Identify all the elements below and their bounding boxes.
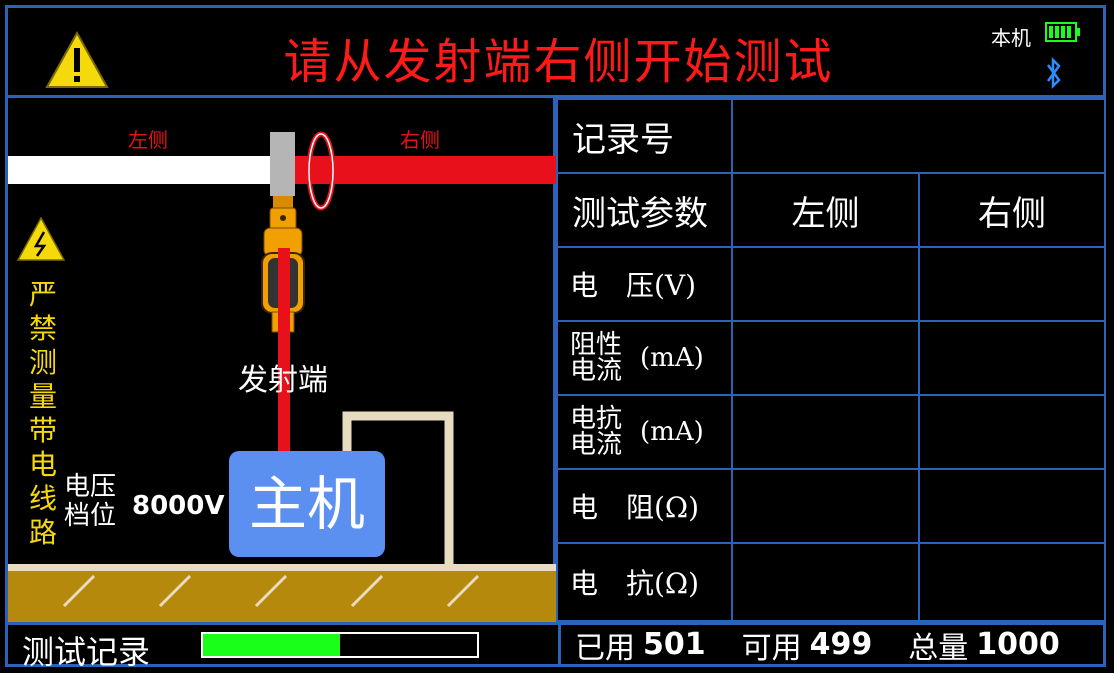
left-side-header: 左侧: [731, 172, 920, 248]
battery-icon: [1045, 22, 1080, 42]
record-number-value: [731, 98, 1106, 174]
right-side-header: 右侧: [918, 172, 1106, 248]
storage-summary: 已用 501 可用 499 总量 1000: [558, 625, 1106, 666]
total-value: 1000: [976, 627, 1060, 662]
storage-progress-bar: [201, 632, 479, 658]
row-resistive-current-label: 阻性电流 (mA): [556, 320, 733, 396]
used-value: 501: [643, 627, 706, 662]
record-number-label: 记录号: [556, 98, 733, 174]
voltage-range-label-1: 电压: [64, 472, 116, 502]
warning-triangle-icon: [45, 30, 109, 88]
row-reactive-current-label: 电抗电流 (mA): [556, 394, 733, 470]
svg-text:严: 严: [29, 278, 57, 311]
header-bar: 请从发射端右侧开始测试 本机: [5, 5, 1106, 98]
params-header: 测试参数: [556, 172, 733, 248]
device-label: 本机: [991, 26, 1031, 50]
svg-text:带: 带: [29, 414, 57, 447]
ground-line: [8, 564, 556, 571]
row-resistance-right: [918, 468, 1106, 544]
row-resistive-current-right: [918, 320, 1106, 396]
voltage-range-value: 8000V: [132, 491, 225, 521]
row-reactive-current-right: [918, 394, 1106, 470]
host-device: [229, 451, 385, 557]
row-voltage-left: [731, 246, 920, 322]
results-table: 记录号 测试参数 左侧 右侧 电 压(V) 阻性电流 (mA) 电抗电流 (mA…: [556, 98, 1106, 622]
svg-text:路: 路: [29, 516, 57, 549]
row-voltage-label: 电 压(V): [556, 246, 733, 322]
row-reactive-current-left: [731, 394, 920, 470]
diagram-panel: 左侧 右侧 发射端 主机 电压 档位 8000V: [5, 98, 556, 622]
right-side-label: 右侧: [400, 128, 440, 152]
available-value: 499: [809, 627, 873, 662]
left-cable: [8, 156, 270, 184]
total-label: 总量: [908, 630, 969, 666]
test-lead: [278, 248, 290, 460]
svg-text:电: 电: [29, 448, 57, 481]
row-voltage-right: [918, 246, 1106, 322]
transmitter-label: 发射端: [238, 363, 328, 398]
high-voltage-warning-icon: [16, 216, 66, 261]
row-reactance-left: [731, 542, 920, 622]
svg-text:禁: 禁: [29, 312, 57, 345]
row-reactance-label: 电 抗(Ω): [556, 542, 733, 622]
svg-text:线: 线: [29, 482, 57, 515]
voltage-range-label-2: 档位: [64, 501, 116, 531]
ground-wire: [342, 411, 454, 568]
storage-progress-fill: [203, 634, 341, 656]
row-resistance-left: [731, 468, 920, 544]
ground-hatching: [62, 574, 480, 608]
test-records-label: 测试记录: [22, 633, 151, 671]
footer-bar: 测试记录 已用 501 可用 499 总量 1000: [5, 622, 1106, 671]
cable-joint: [270, 132, 295, 196]
svg-text:测: 测: [29, 346, 57, 379]
svg-text:量: 量: [29, 380, 57, 413]
bluetooth-icon: [1046, 56, 1061, 90]
right-cable: [295, 156, 556, 184]
row-resistance-label: 电 阻(Ω): [556, 468, 733, 544]
host-label: 主机: [249, 470, 365, 538]
row-reactance-right: [918, 542, 1106, 622]
row-resistive-current-left: [731, 320, 920, 396]
left-side-label: 左侧: [128, 128, 168, 152]
available-label: 可用: [741, 630, 802, 666]
page-title: 请从发射端右侧开始测试: [283, 34, 834, 90]
measurement-diagram: 左侧 右侧 发射端 主机 电压 档位 8000V: [8, 128, 556, 622]
vertical-warning-text: 严 禁 测 量 带 电 线 路: [29, 278, 57, 549]
used-label: 已用: [575, 630, 635, 666]
